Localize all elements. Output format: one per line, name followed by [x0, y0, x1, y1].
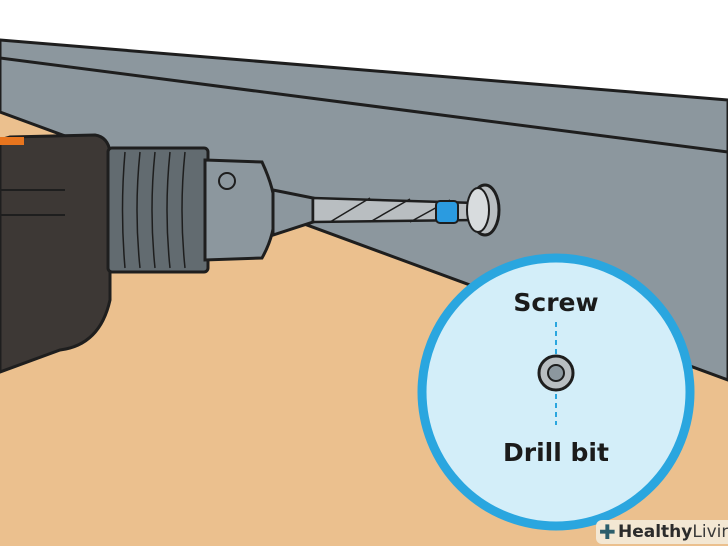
- brand-name-light: Living: [692, 522, 728, 542]
- baseboard-line: [0, 56, 728, 154]
- detail-circle: [417, 253, 695, 531]
- plus-leaf-icon: ✚: [599, 520, 616, 544]
- drill-bit-label: Drill bit: [503, 438, 609, 467]
- brand-logo: ✚HealthyLiving: [596, 520, 728, 544]
- ceiling: [0, 0, 728, 100]
- drill-body: [0, 133, 112, 374]
- drill-accent: [0, 137, 24, 145]
- brand-name-bold: Healthy: [618, 522, 693, 542]
- screw-label: Screw: [513, 288, 599, 317]
- tape-marker: [435, 200, 459, 224]
- chuck-collar: [203, 158, 277, 262]
